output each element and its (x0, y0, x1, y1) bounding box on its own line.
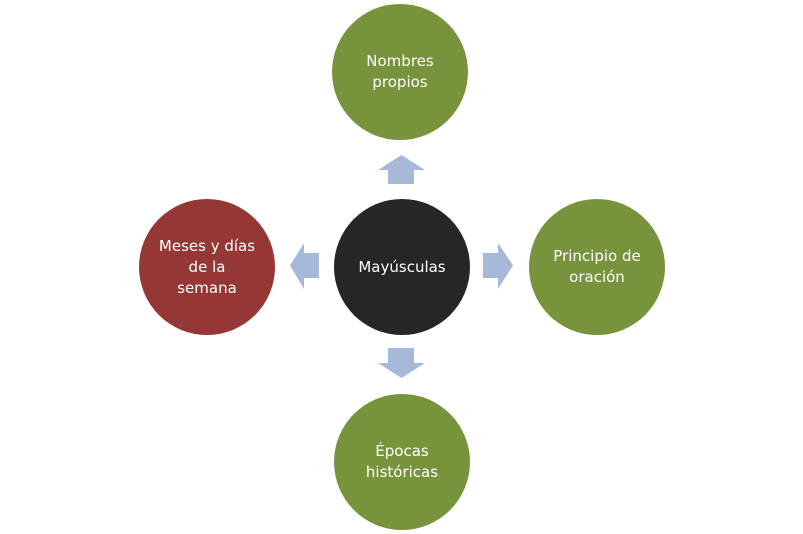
center-label: Mayúsculas (358, 257, 446, 276)
arrow-left-icon (290, 243, 319, 289)
arrow-up-icon (378, 155, 425, 184)
node-right: Principio de oración (529, 199, 665, 335)
node-right-label: Principio de oración (553, 247, 641, 286)
arrow-down-icon (378, 348, 425, 378)
node-left: Meses y días de la semana (139, 199, 275, 335)
node-top: Nombres propios (332, 4, 468, 140)
arrow-right-icon (483, 243, 513, 289)
node-bottom-label: Épocas históricas (365, 442, 439, 481)
node-bottom: Épocas históricas (334, 394, 470, 530)
center-node: Mayúsculas (334, 199, 470, 335)
node-top-label: Nombres propios (366, 52, 434, 91)
node-left-label: Meses y días de la semana (158, 236, 256, 297)
